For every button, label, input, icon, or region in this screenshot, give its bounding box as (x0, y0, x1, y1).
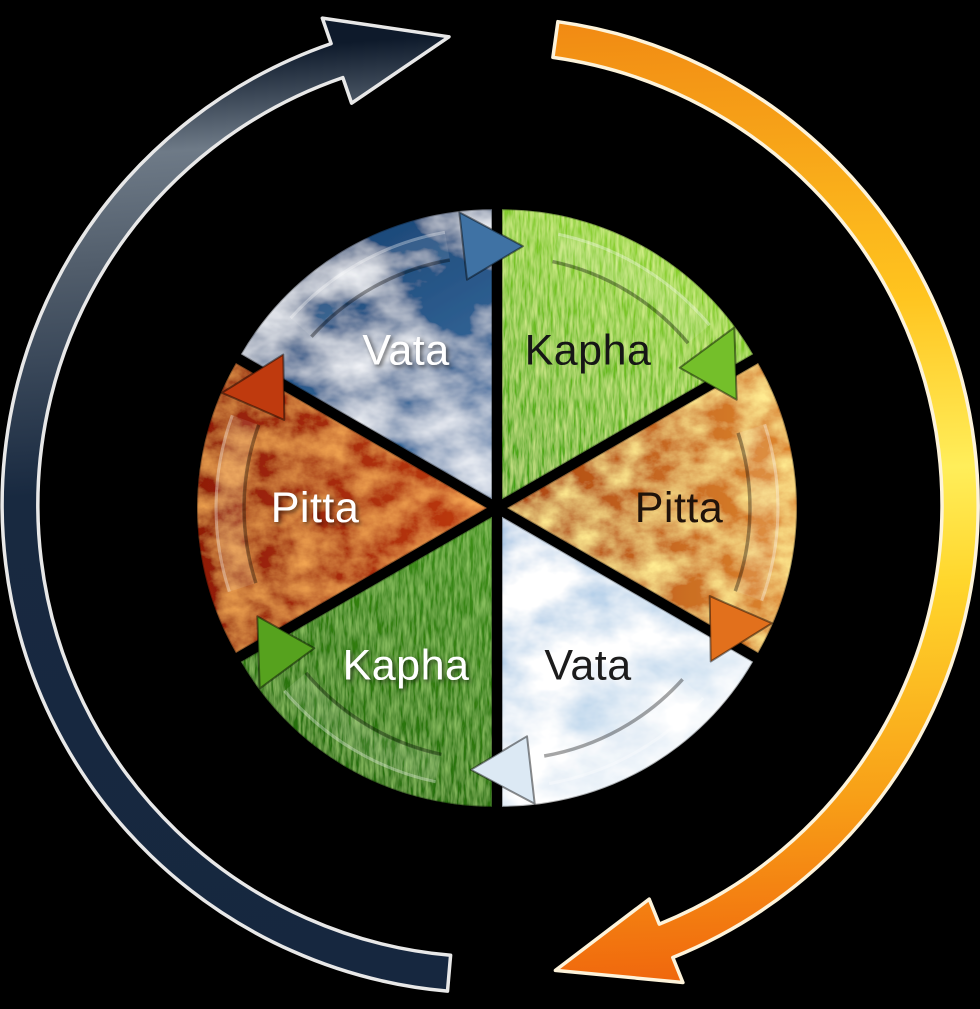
segment-label: Pitta (271, 484, 360, 532)
rim-arrow-groove (310, 258, 451, 338)
rim-arrow-band (285, 673, 442, 781)
arrowhead-icon (678, 326, 738, 401)
segment-flow-arrowhead-bottom-right (469, 735, 536, 805)
rim-arrow-highlight (283, 689, 437, 784)
segment-texture (507, 363, 797, 653)
rim-arrow-highlight (557, 232, 711, 327)
rim-arrow-groove (552, 259, 690, 345)
segment-label: Pitta (635, 484, 724, 532)
segment-flow-arrowhead-right (708, 595, 773, 663)
rim-arrow-highlight (548, 696, 705, 786)
arrowhead-icon (221, 353, 286, 421)
segment-bottom-right: Vata (501, 514, 755, 808)
rim-arrow-groove (733, 432, 752, 592)
rim-arrow-band (217, 415, 258, 592)
rim-arrow-highlight (214, 414, 234, 593)
rim-arrow-groove (543, 678, 684, 758)
arrowhead-icon (469, 735, 536, 805)
dosha-wheel-arrowheads (221, 211, 773, 805)
rim-arrow-band (736, 424, 777, 601)
segment-edge (501, 208, 755, 502)
outer-arrow-orange (551, 19, 980, 985)
segment-edge (505, 361, 798, 655)
segment-label: Kapha (525, 326, 652, 374)
rim-arrow-highlight (289, 230, 446, 320)
segment-flow-arrowhead-top-right (678, 326, 738, 401)
segment-top-right: Kapha (501, 208, 755, 502)
rim-arrow-band (544, 679, 703, 783)
arrowhead-icon (708, 595, 773, 663)
segment-flow-arrowhead-bottom-left (256, 615, 316, 690)
rim-arrow-highlight (760, 423, 780, 602)
segment-bottom-left: Kapha (239, 514, 493, 808)
segment-left: Pitta (196, 361, 489, 655)
segment-flow-arrowhead-left (221, 353, 286, 421)
rim-arrow-band (552, 235, 709, 343)
segment-flow-arrowhead-top-left (458, 211, 525, 281)
outer-arrow-dark (0, 16, 453, 993)
segment-edge (239, 208, 493, 502)
rim-arrow-band (291, 233, 450, 337)
rim-arrow-groove (242, 424, 261, 584)
segment-texture (502, 516, 754, 807)
rim-arrow-groove (304, 671, 442, 757)
segment-label: Vata (544, 642, 631, 690)
segment-texture (240, 209, 492, 500)
segment-texture (502, 209, 754, 500)
segment-edge (239, 514, 493, 808)
segment-edge (501, 514, 755, 808)
segment-label: Kapha (343, 642, 470, 690)
segment-edge (196, 361, 489, 655)
segment-top-left: Vata (239, 208, 493, 502)
segment-texture (240, 516, 492, 807)
segment-texture (197, 363, 487, 653)
segment-label: Vata (362, 326, 449, 374)
arrowhead-icon (458, 211, 525, 281)
arrowhead-icon (256, 615, 316, 690)
segment-right: Pitta (505, 361, 798, 655)
